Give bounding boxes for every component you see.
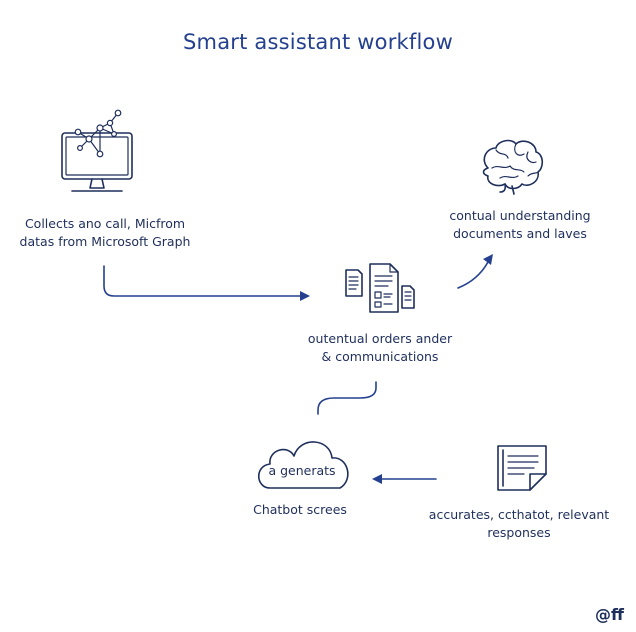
understand-label: contual understanding documents and lave… bbox=[420, 207, 620, 243]
responses-label-line2: responses bbox=[487, 525, 551, 540]
arrow-orders-to-understand bbox=[457, 254, 493, 289]
chatbot-caption: Chatbot screes bbox=[253, 502, 347, 517]
computer-network-icon bbox=[61, 109, 133, 192]
arrow-responses-to-chatbot bbox=[372, 474, 437, 484]
cloud-icon bbox=[257, 441, 349, 489]
note-icon bbox=[497, 445, 547, 491]
understand-label-line2: documents and laves bbox=[453, 226, 587, 241]
brand-logo: @ff bbox=[595, 605, 624, 624]
cloud-text: a generats bbox=[268, 463, 336, 478]
orders-label-line1: outentual orders ander bbox=[307, 331, 453, 346]
connector-orders-to-chatbot bbox=[317, 381, 377, 415]
brain-icon bbox=[482, 139, 544, 195]
responses-label: accurates, ccthatot, relevant responses bbox=[414, 506, 624, 542]
understand-label-line1: contual understanding bbox=[449, 208, 591, 223]
documents-icon bbox=[345, 263, 415, 313]
collect-label-line2: datas from Microsoft Graph bbox=[19, 234, 191, 249]
orders-label: outentual orders ander & communications bbox=[290, 330, 470, 366]
arrow-collect-to-orders bbox=[103, 265, 310, 301]
collect-label: Collects ano call, Micfrom datas from Mi… bbox=[10, 215, 200, 251]
diagram-title: Smart assistant workflow bbox=[183, 30, 453, 54]
responses-label-line1: accurates, ccthatot, relevant bbox=[428, 507, 610, 522]
collect-label-line1: Collects ano call, Micfrom bbox=[24, 216, 186, 231]
orders-label-line2: & communications bbox=[321, 349, 439, 364]
